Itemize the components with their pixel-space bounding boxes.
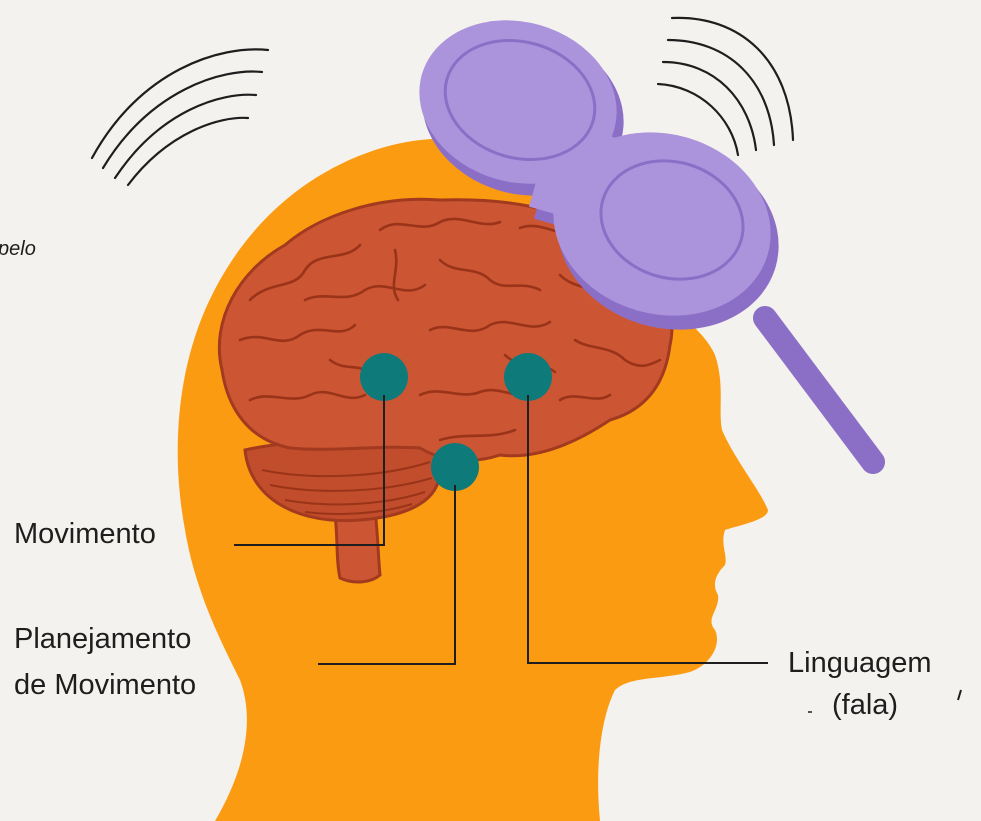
label-linguagem-line1: Linguagem bbox=[788, 647, 932, 679]
leader-line-planejamento bbox=[318, 485, 456, 665]
marker-planejamento bbox=[431, 443, 479, 491]
magnifying-glass-icon bbox=[419, 20, 885, 474]
brain-icon bbox=[217, 197, 674, 584]
motion-arcs-right bbox=[656, 16, 795, 157]
label-linguagem-line2: (fala) bbox=[832, 689, 899, 721]
label-planejamento-line1: Planejamento bbox=[14, 623, 192, 655]
motion-arcs-left bbox=[90, 48, 270, 187]
marker-linguagem bbox=[504, 353, 552, 401]
label-planejamento-line2: de Movimento bbox=[14, 669, 197, 701]
leader-line-linguagem bbox=[527, 395, 768, 664]
label-movimento: Movimento bbox=[14, 518, 156, 550]
leader-line-movimento bbox=[234, 395, 385, 546]
marker-movimento bbox=[360, 353, 408, 401]
cropped-text-fragment: pelo bbox=[0, 238, 36, 260]
stray-mark bbox=[957, 689, 962, 701]
